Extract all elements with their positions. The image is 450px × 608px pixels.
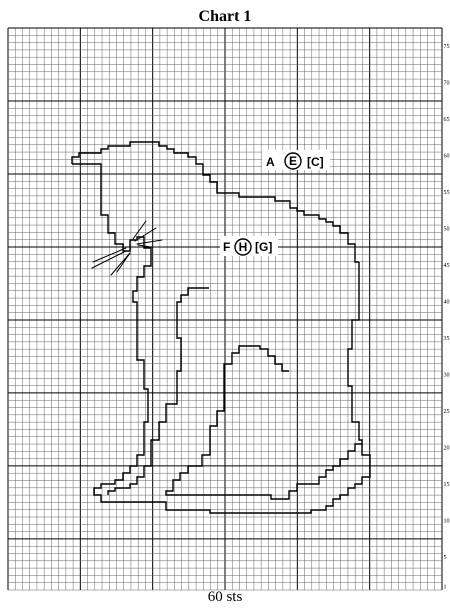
zone-upper-bracket-letter: [C] [307, 155, 324, 169]
row-label: 25 [444, 409, 450, 415]
row-label: 15 [444, 482, 450, 488]
row-label: 55 [444, 190, 450, 196]
zone-label-upper: A E [C] [262, 150, 330, 170]
row-label: 60 [444, 154, 450, 160]
row-label: 35 [444, 336, 450, 342]
stitch-count-label: 60 sts [0, 589, 450, 606]
zone-upper-circled-letter: E [289, 154, 297, 168]
row-label: 20 [444, 446, 450, 452]
row-label: 70 [444, 81, 450, 87]
zone-label-lower: F H [G] [220, 236, 278, 256]
row-label: 5 [444, 555, 447, 561]
row-label: 40 [444, 300, 450, 306]
chart-grid [8, 28, 442, 590]
row-label: 10 [444, 519, 450, 525]
row-label: 65 [444, 117, 450, 123]
zone-upper-letter: A [266, 155, 275, 169]
zone-lower-letter: F [223, 240, 230, 254]
zone-lower-bracket-letter: [G] [255, 240, 272, 254]
row-label: 45 [444, 263, 450, 269]
row-label: 30 [444, 373, 450, 379]
row-label: 75 [444, 44, 450, 50]
zone-lower-circled-letter: H [239, 240, 248, 254]
row-label: 50 [444, 227, 450, 233]
